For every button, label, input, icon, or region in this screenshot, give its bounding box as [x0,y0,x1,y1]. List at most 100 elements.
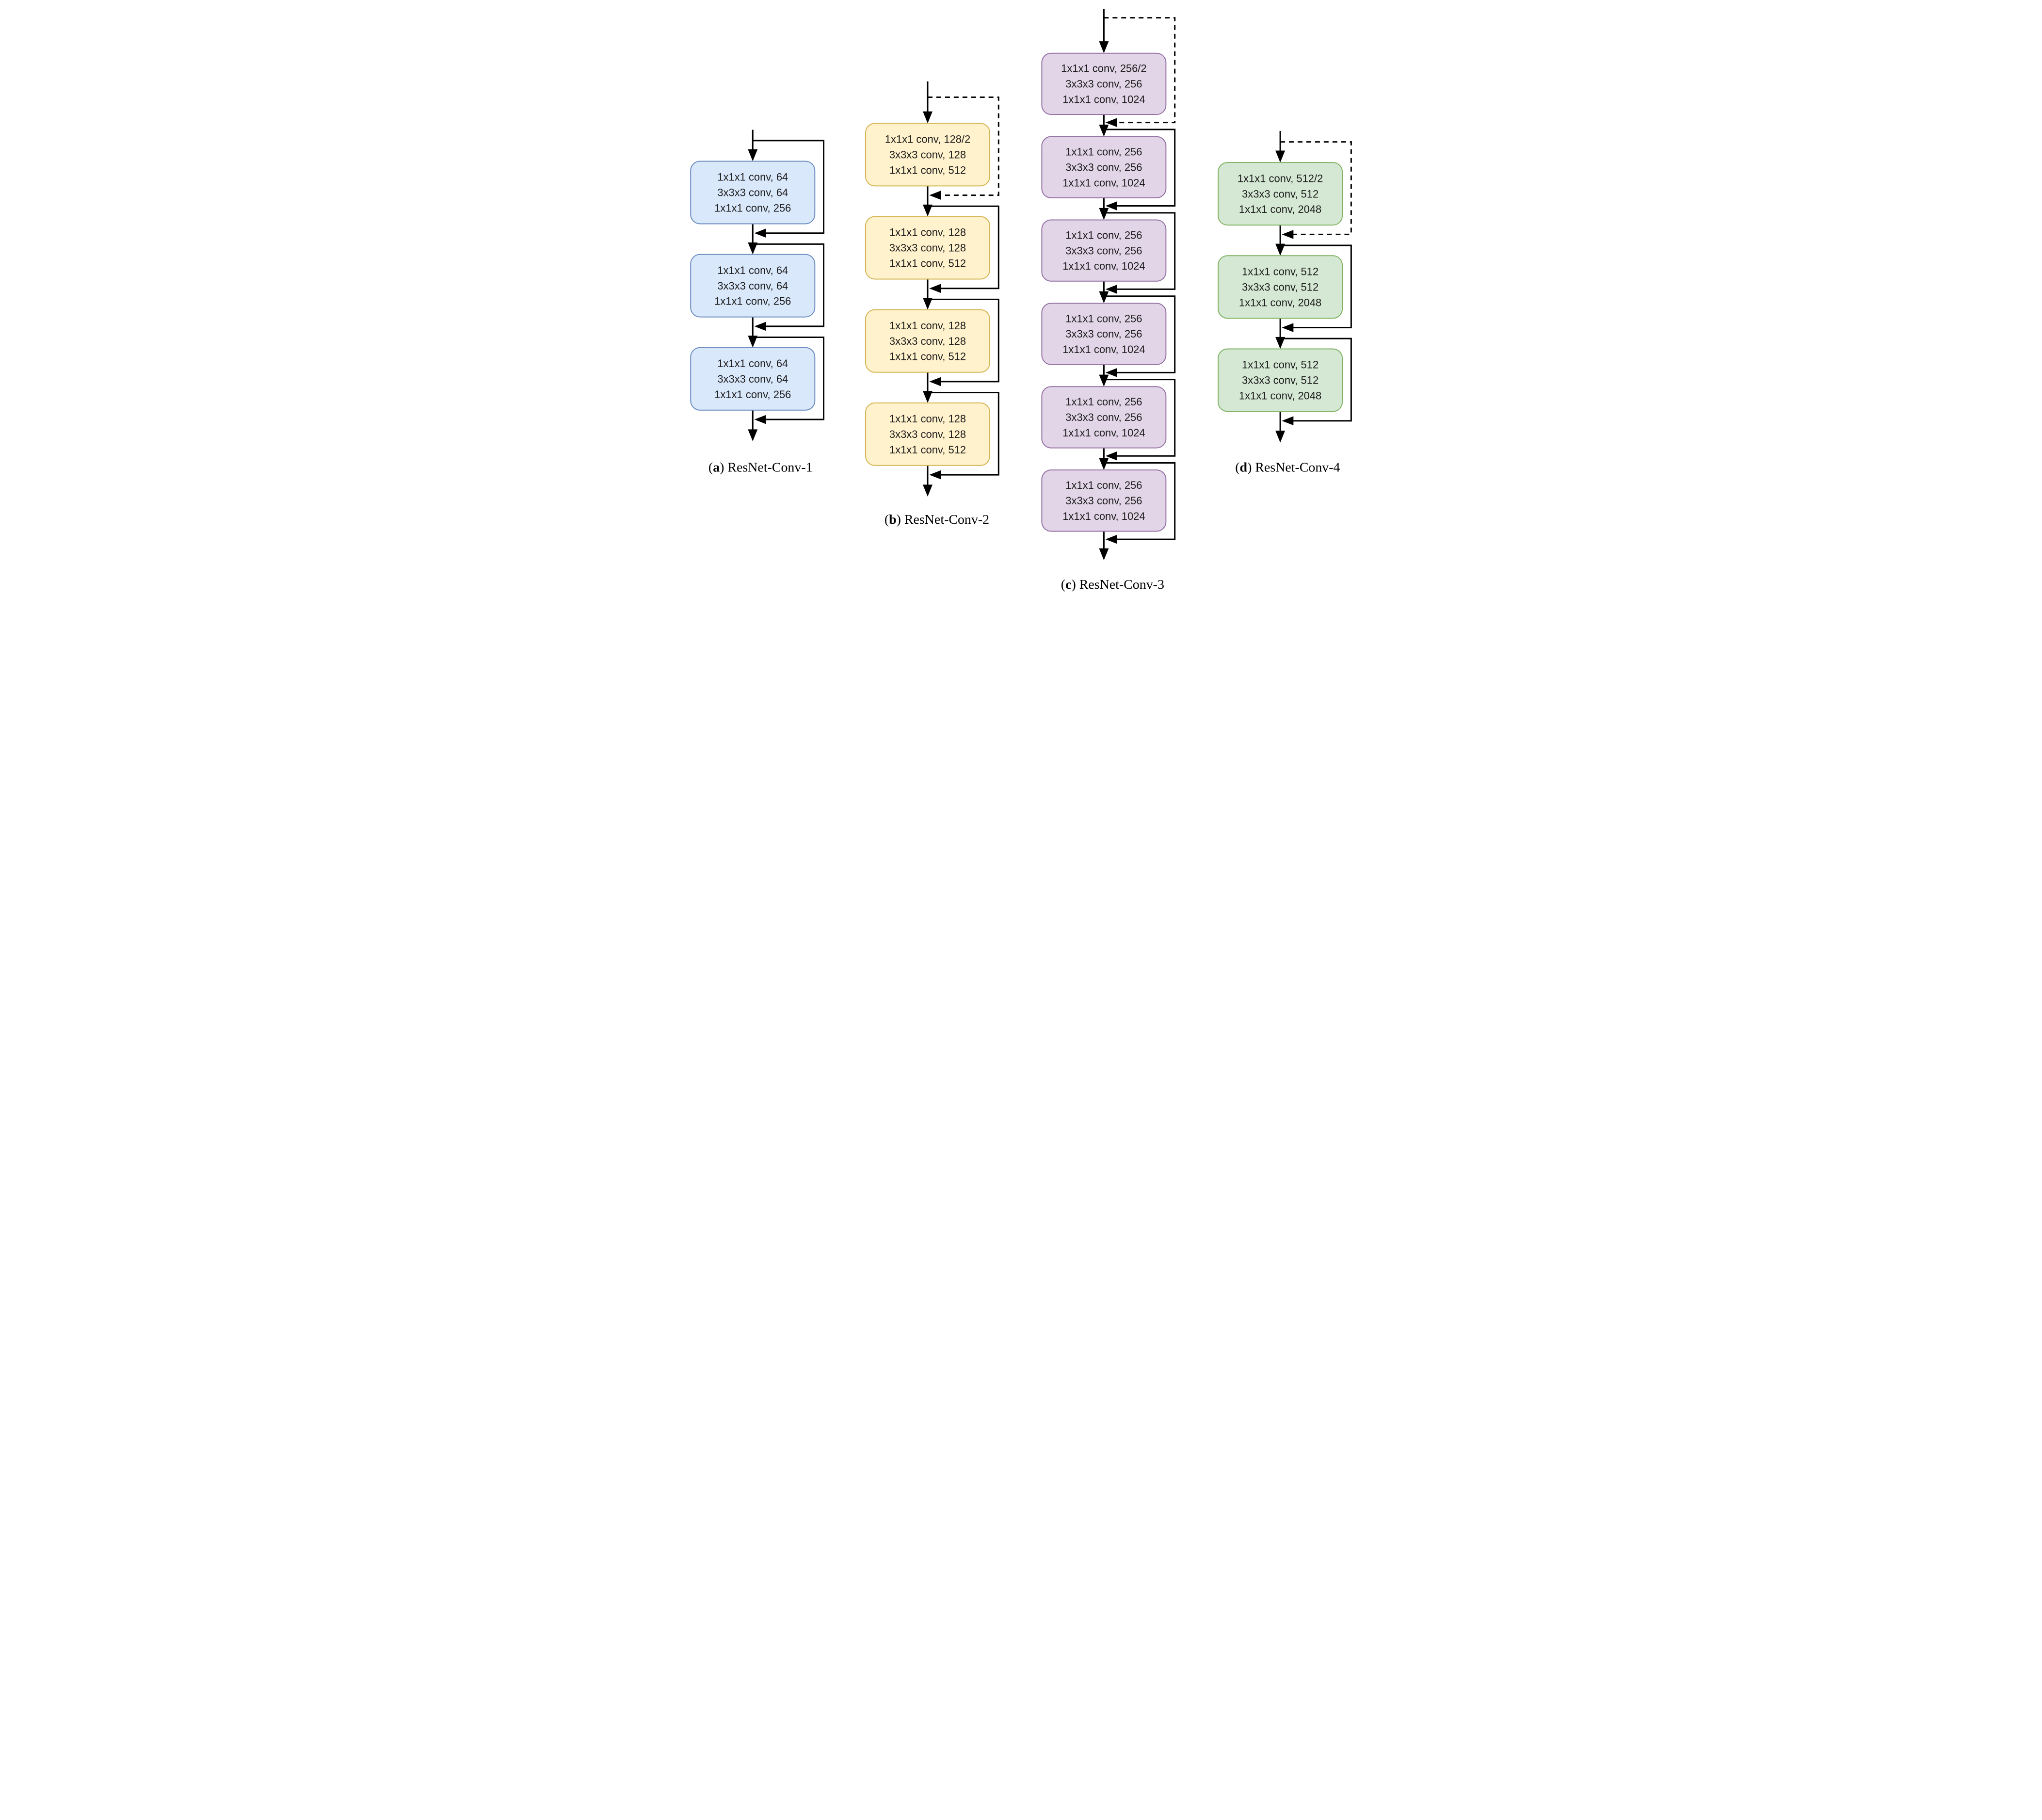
conv-layer-label: 3x3x3 conv, 256 [1065,495,1142,507]
conv-layer-label: 1x1x1 conv, 64 [717,264,788,276]
conv-layer-label: 3x3x3 conv, 256 [1065,244,1142,257]
identity-skip-connection [1280,244,1352,329]
conv-layer-label: 1x1x1 conv, 256 [1065,145,1142,158]
arrowhead-left [1105,451,1117,461]
conv-block-rect [865,402,990,466]
identity-skip-connection [927,298,999,383]
caption-a: (a) ResNet-Conv-1 [708,460,812,475]
arrowhead-left [754,415,766,424]
arrowhead-down [1098,208,1109,220]
arrowhead-left [1105,534,1117,544]
arrowhead-left [1105,201,1117,210]
conv-block-rect [1041,52,1166,115]
conv-block-rect [1041,136,1166,198]
projection-skip-connection [1280,141,1352,235]
arrowhead-left [1281,323,1293,332]
conv-layer-label: 1x1x1 conv, 1024 [1062,427,1145,439]
arrowhead-down [922,204,933,217]
conv-layer-label: 1x1x1 conv, 256 [714,295,791,307]
arrowhead-left [929,377,941,387]
conv-layer-label: 1x1x1 conv, 128 [889,413,965,425]
caption-b: (b) ResNet-Conv-2 [884,512,989,527]
conv-block-rect [1217,255,1343,319]
arrowhead-down [747,242,757,255]
conv-layer-label: 1x1x1 conv, 512 [889,164,965,176]
conv-layer-label: 3x3x3 conv, 64 [717,373,788,385]
identity-skip-connection [927,205,999,290]
arrowhead-down [1098,124,1109,137]
conv-block-rect [865,123,990,187]
conv-block-rect [1041,469,1166,532]
arrowhead-down [922,298,933,310]
conv-layer-label: 1x1x1 conv, 512 [1242,359,1318,371]
arrowhead-down [1098,374,1109,387]
conv-layer-label: 3x3x3 conv, 256 [1065,78,1142,90]
conv-layer-label: 1x1x1 conv, 256 [1065,479,1142,491]
conv-layer-label: 3x3x3 conv, 128 [889,335,965,347]
identity-skip-connection [1103,462,1175,540]
arrowhead-down [747,336,757,348]
identity-skip-connection [1280,338,1352,422]
conv-layer-label: 1x1x1 conv, 2048 [1238,296,1321,308]
conv-layer-label: 3x3x3 conv, 128 [889,428,965,440]
conv-layer-label: 3x3x3 conv, 128 [889,148,965,161]
arrowhead-down [747,149,757,161]
conv-block-rect [690,347,815,411]
identity-skip-connection [752,243,824,327]
conv-block-rect [1041,386,1166,449]
conv-block-d-3: 1x1x1 conv, 512 3x3x3 conv, 512 1x1x1 conv… [1217,348,1343,412]
conv-layer-label: 3x3x3 conv, 64 [717,280,788,292]
projection-skip-connection [1103,17,1175,124]
arrowhead-down [747,429,757,441]
conv-layer-label: 1x1x1 conv, 256 [714,202,791,214]
arrowhead-down [922,111,933,124]
conv-layer-label: 1x1x1 conv, 256 [1065,312,1142,324]
arrowhead-left [1105,368,1117,377]
conv-block-rect [690,161,815,225]
arrowhead-left [1105,118,1117,127]
conv-layer-label: 1x1x1 conv, 1024 [1062,510,1145,522]
conv-block-rect [690,254,815,318]
identity-skip-connection [1103,129,1175,207]
conv-block-rect [1041,219,1166,282]
conv-layer-label: 3x3x3 conv, 512 [1242,281,1318,293]
conv-layer-label: 1x1x1 conv, 256 [1065,396,1142,408]
conv-layer-label: 1x1x1 conv, 128 [889,226,965,239]
conv-layer-label: 1x1x1 conv, 512 [889,444,965,456]
arrowhead-down [1098,41,1109,53]
conv-layer-label: 3x3x3 conv, 512 [1242,374,1318,387]
conv-block-c-5: 1x1x1 conv, 256 3x3x3 conv, 256 1x1x1 conv… [1041,386,1166,449]
arrowhead-down [1275,150,1285,163]
identity-skip-connection [1103,295,1175,373]
arrowhead-left [1105,285,1117,294]
conv-layer-label: 1x1x1 conv, 2048 [1238,390,1321,402]
caption-c: (c) ResNet-Conv-3 [1061,577,1164,592]
arrowhead-left [754,228,766,238]
conv-layer-label: 1x1x1 conv, 512/2 [1237,172,1322,184]
conv-layer-label: 3x3x3 conv, 64 [717,187,788,199]
conv-layer-label: 1x1x1 conv, 512 [889,258,965,270]
conv-layer-label: 3x3x3 conv, 256 [1065,328,1142,340]
conv-block-a-2: 1x1x1 conv, 64 3x3x3 conv, 64 1x1x1 conv, … [690,254,815,318]
arrowhead-down [1275,243,1285,256]
arrowhead-left [1281,230,1293,239]
conv-layer-label: 1x1x1 conv, 1024 [1062,260,1145,272]
conv-layer-label: 1x1x1 conv, 1024 [1062,177,1145,189]
conv-layer-label: 1x1x1 conv, 2048 [1238,203,1321,215]
conv-layer-label: 3x3x3 conv, 256 [1065,411,1142,423]
conv-block-rect [865,216,990,280]
identity-skip-connection [1103,379,1175,457]
conv-layer-label: 3x3x3 conv, 128 [889,242,965,254]
resnet-stages-figure: 1x1x1 conv, 64 3x3x3 conv, 64 1x1x1 conv, … [681,0,1361,605]
conv-layer-label: 1x1x1 conv, 128 [889,320,965,332]
conv-layer-label: 1x1x1 conv, 1024 [1062,343,1145,355]
conv-layer-label: 1x1x1 conv, 1024 [1062,93,1145,105]
